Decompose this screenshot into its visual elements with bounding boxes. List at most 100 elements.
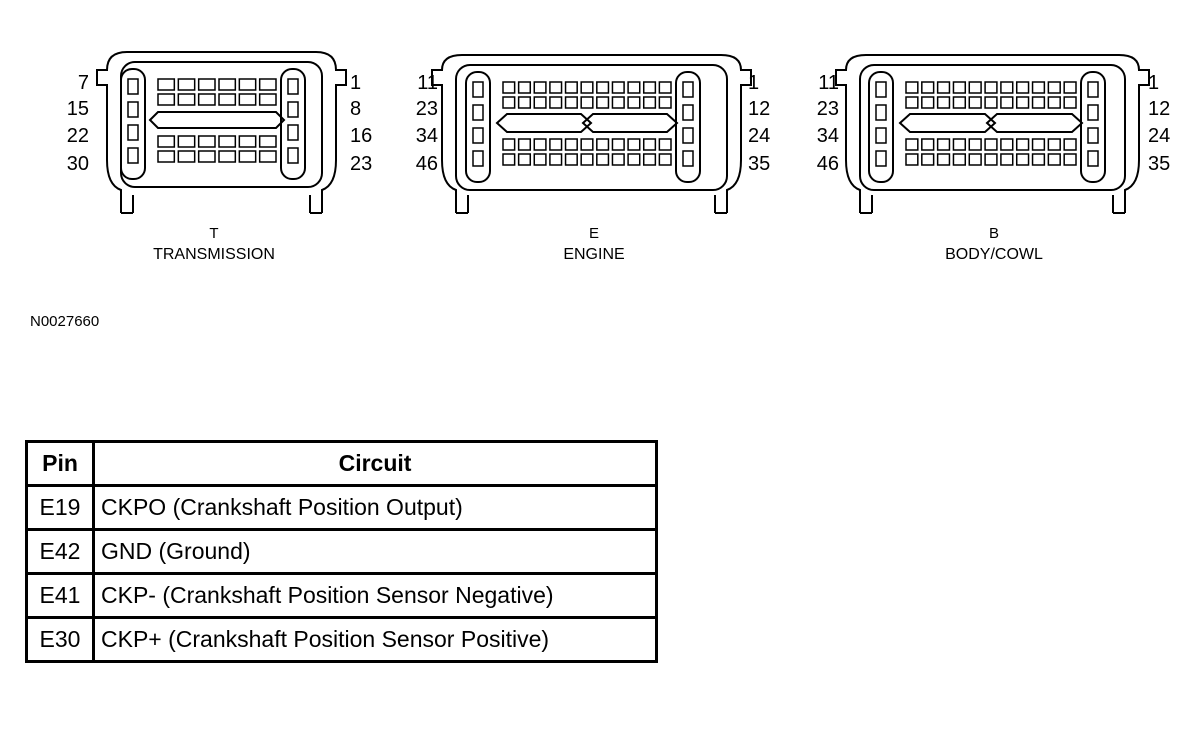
pin-cell: E42 [25, 528, 95, 575]
pin-cavity [197, 78, 216, 91]
left-pin-column [120, 68, 146, 180]
pin-cavity [984, 96, 998, 109]
pin-number-label: 23 [350, 153, 372, 175]
pin-cavity [218, 93, 237, 106]
pin-cavity [952, 153, 967, 166]
pin-cavity [875, 127, 887, 144]
pin-cavity [642, 96, 657, 109]
pin-number-label: 23 [416, 98, 438, 120]
pin-cavity [968, 153, 982, 166]
figure-id: N0027660 [30, 313, 99, 330]
pin-cavity [642, 153, 657, 166]
pin-cavity [596, 153, 610, 166]
pin-cavity [627, 81, 641, 94]
pin-number-label: 8 [350, 98, 361, 120]
pin-cavity [1047, 153, 1061, 166]
connector-name: TRANSMISSION [153, 246, 275, 263]
pin-cavity [1063, 81, 1077, 94]
pin-cavity [157, 150, 176, 163]
pin-cavity [952, 81, 967, 94]
pin-cavity [1015, 96, 1030, 109]
connector-outline [431, 54, 752, 213]
pin-cavity [533, 153, 547, 166]
pin-cavity [936, 138, 951, 151]
pin-cavity [580, 153, 594, 166]
pin-cavity [157, 135, 176, 148]
right-pin-column [675, 71, 701, 183]
left-pin-column [868, 71, 894, 183]
pin-number-label: 34 [817, 125, 839, 147]
pin-number-label: 1 [1148, 72, 1159, 94]
pin-number-label: 23 [817, 98, 839, 120]
pin-cavity [1031, 138, 1046, 151]
pin-cavity [238, 150, 257, 163]
pin-cavity [564, 81, 578, 94]
pin-cavity [596, 81, 610, 94]
pin-cavity [1015, 138, 1030, 151]
pin-cavity [517, 153, 532, 166]
pin-cavity [127, 78, 139, 95]
key-slot [495, 113, 593, 133]
pin-cavity [1087, 127, 1099, 144]
pin-cavity [952, 96, 967, 109]
pin-cavity [533, 138, 547, 151]
connector-name: ENGINE [563, 246, 624, 263]
pin-cavity [921, 153, 935, 166]
connector-letter: T [209, 225, 218, 242]
connectors-layer: 7152230181623TTRANSMISSION11233446112243… [67, 51, 1170, 263]
pin-number-label: 46 [416, 153, 438, 175]
pin-cavity [1000, 153, 1014, 166]
pin-cavity [627, 138, 641, 151]
key-slot [148, 111, 286, 129]
pin-cavity [517, 138, 532, 151]
pin-cavity [1047, 96, 1061, 109]
pin-number-label: 12 [748, 98, 770, 120]
pin-cavity [968, 81, 982, 94]
circuit-cell: CKP+ (Crankshaft Position Sensor Positiv… [92, 616, 658, 663]
pin-cavity [258, 135, 277, 148]
pin-cavity [984, 81, 998, 94]
pin-cavity [936, 96, 951, 109]
pin-cavity [611, 81, 625, 94]
pin-cavity [984, 153, 998, 166]
pin-cavity [177, 135, 196, 148]
pin-cavity [197, 150, 216, 163]
pin-number-label: 7 [78, 72, 89, 94]
pin-cavity [157, 78, 176, 91]
pin-cavity [197, 135, 216, 148]
table-row: E19 CKPO (Crankshaft Position Output) [25, 484, 658, 531]
pin-cavity [580, 138, 594, 151]
pin-cavity [258, 78, 277, 91]
connector-letter: E [589, 225, 599, 242]
connector-outline [835, 54, 1150, 213]
pin-cavity [533, 81, 547, 94]
pin-cavity [1015, 153, 1030, 166]
table-row: E42 GND (Ground) [25, 528, 658, 575]
pin-cavity [258, 150, 277, 163]
pin-number-label: 34 [416, 125, 438, 147]
pin-cavity [682, 150, 694, 167]
left-pin-column [465, 71, 491, 183]
pin-cavity [564, 138, 578, 151]
pin-number-label: 35 [1148, 153, 1170, 175]
pin-cavity [905, 138, 919, 151]
pin-number-label: 22 [67, 125, 89, 147]
pin-cavity [549, 81, 563, 94]
pin-cavity [1063, 138, 1077, 151]
pin-cavity [611, 138, 625, 151]
pin-number-label: 11 [818, 72, 839, 94]
pin-cavity [549, 96, 563, 109]
pin-cavity [682, 81, 694, 98]
circuit-cell: GND (Ground) [92, 528, 658, 575]
pin-cavity [596, 138, 610, 151]
pin-cavity [218, 135, 237, 148]
pin-cavity [580, 96, 594, 109]
pin-cavity [936, 153, 951, 166]
pin-cavity [533, 96, 547, 109]
pin-number-label: 35 [748, 153, 770, 175]
pin-cavity [968, 138, 982, 151]
pin-cavity [611, 96, 625, 109]
pin-number-label: 16 [350, 125, 372, 147]
pin-cavity [596, 96, 610, 109]
pin-number-label: 30 [67, 153, 89, 175]
